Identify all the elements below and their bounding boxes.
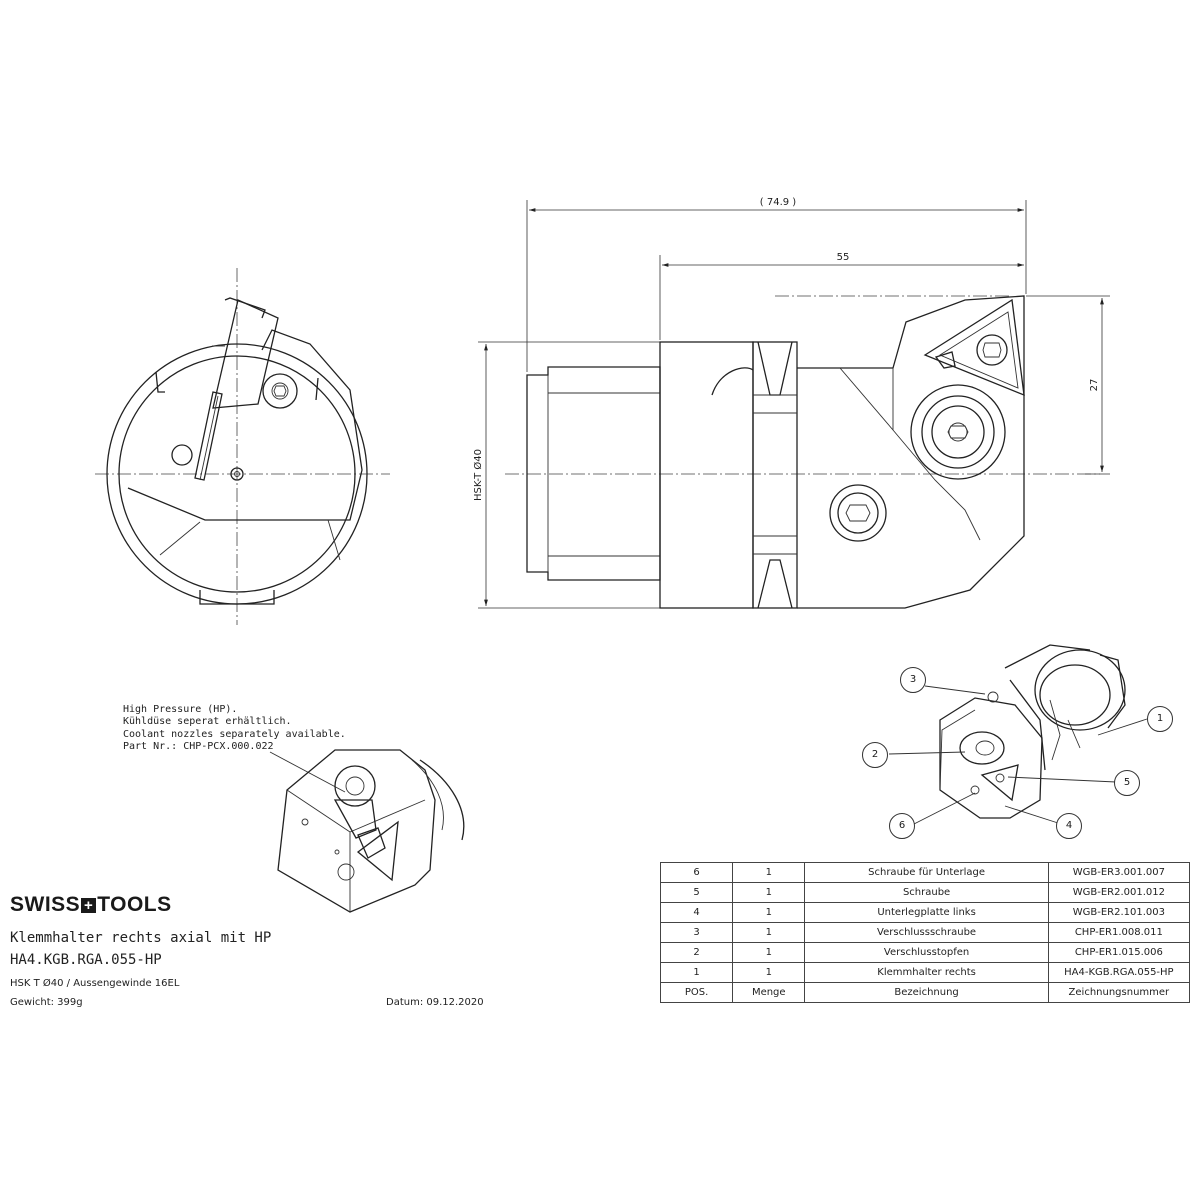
bom-qty: 1 <box>732 942 806 963</box>
weight: Gewicht: 399g <box>10 997 83 1008</box>
table-row: 2 1 Verschlusstopfen CHP-ER1.015.006 <box>659 942 1191 963</box>
bom-qty: 1 <box>732 862 806 883</box>
bom-drawing-number: HA4-KGB.RGA.055-HP <box>1047 962 1191 983</box>
bom-description: Schraube <box>804 882 1049 903</box>
table-row: 3 1 Verschlussschraube CHP-ER1.008.011 <box>659 922 1191 943</box>
dim-hsk-diameter: HSK-T Ø40 <box>472 449 484 501</box>
end-view <box>95 268 390 625</box>
bom-pos: 6 <box>659 862 734 883</box>
dimensions: ( 74.9 ) 55 27 HSK-T Ø40 <box>472 197 1110 609</box>
hp-note-line2: Kühldüse seperat erhältlich. <box>123 716 292 727</box>
bom-header-drawing-number: Zeichnungsnummer <box>1047 982 1191 1003</box>
bom-pos: 5 <box>659 882 734 903</box>
bom-description: Verschlusstopfen <box>804 942 1049 963</box>
balloon-2: 2 <box>862 742 888 768</box>
hp-note-line1: High Pressure (HP). <box>123 704 238 715</box>
bom-header-pos: POS. <box>659 982 734 1003</box>
bom-pos: 1 <box>659 962 734 983</box>
bom-header-qty: Menge <box>732 982 806 1003</box>
table-header-row: POS. Menge Bezeichnung Zeichnungsnummer <box>659 982 1191 1003</box>
dim-height-27: 27 <box>1089 379 1100 392</box>
date: Datum: 09.12.2020 <box>386 997 484 1008</box>
balloon-6: 6 <box>889 813 915 839</box>
bom-drawing-number: WGB-ER2.001.012 <box>1047 882 1191 903</box>
bom-description: Klemmhalter rechts <box>804 962 1049 983</box>
bom-drawing-number: CHP-ER1.008.011 <box>1047 922 1191 943</box>
hp-note-line3: Coolant nozzles separately available. <box>123 729 346 740</box>
bom-drawing-number: WGB-ER3.001.007 <box>1047 862 1191 883</box>
brand-logo: SWISS+TOOLS <box>10 893 172 916</box>
isometric-view <box>888 644 1148 825</box>
bom-table: 6 1 Schraube für Unterlage WGB-ER3.001.0… <box>659 862 1191 1003</box>
bom-pos: 2 <box>659 942 734 963</box>
part-number: HA4.KGB.RGA.055-HP <box>10 952 162 968</box>
table-row: 6 1 Schraube für Unterlage WGB-ER3.001.0… <box>659 862 1191 883</box>
balloon-4: 4 <box>1056 813 1082 839</box>
bom-qty: 1 <box>732 882 806 903</box>
dim-overall-length: ( 74.9 ) <box>760 197 797 208</box>
dim-length-55: 55 <box>837 252 850 263</box>
spec-line: HSK T Ø40 / Aussengewinde 16EL <box>10 978 180 989</box>
balloon-3: 3 <box>900 667 926 693</box>
bom-drawing-number: WGB-ER2.101.003 <box>1047 902 1191 923</box>
bom-description: Verschlussschraube <box>804 922 1049 943</box>
bom-qty: 1 <box>732 962 806 983</box>
bom-pos: 3 <box>659 922 734 943</box>
drawing-title: Klemmhalter rechts axial mit HP <box>10 930 272 946</box>
bom-qty: 1 <box>732 902 806 923</box>
bom-qty: 1 <box>732 922 806 943</box>
hp-detail-view <box>269 749 465 913</box>
bom-description: Schraube für Unterlage <box>804 862 1049 883</box>
bom-drawing-number: CHP-ER1.015.006 <box>1047 942 1191 963</box>
bom-description: Unterlegplatte links <box>804 902 1049 923</box>
bom-header-description: Bezeichnung <box>804 982 1049 1003</box>
table-row: 5 1 Schraube WGB-ER2.001.012 <box>659 882 1191 903</box>
table-row: 4 1 Unterlegplatte links WGB-ER2.101.003 <box>659 902 1191 923</box>
hp-note-line4: Part Nr.: CHP-PCX.000.022 <box>123 741 274 752</box>
bom-pos: 4 <box>659 902 734 923</box>
balloon-5: 5 <box>1114 770 1140 796</box>
table-row: 1 1 Klemmhalter rechts HA4-KGB.RGA.055-H… <box>659 962 1191 983</box>
side-view <box>505 295 1100 609</box>
balloon-1: 1 <box>1147 706 1173 732</box>
